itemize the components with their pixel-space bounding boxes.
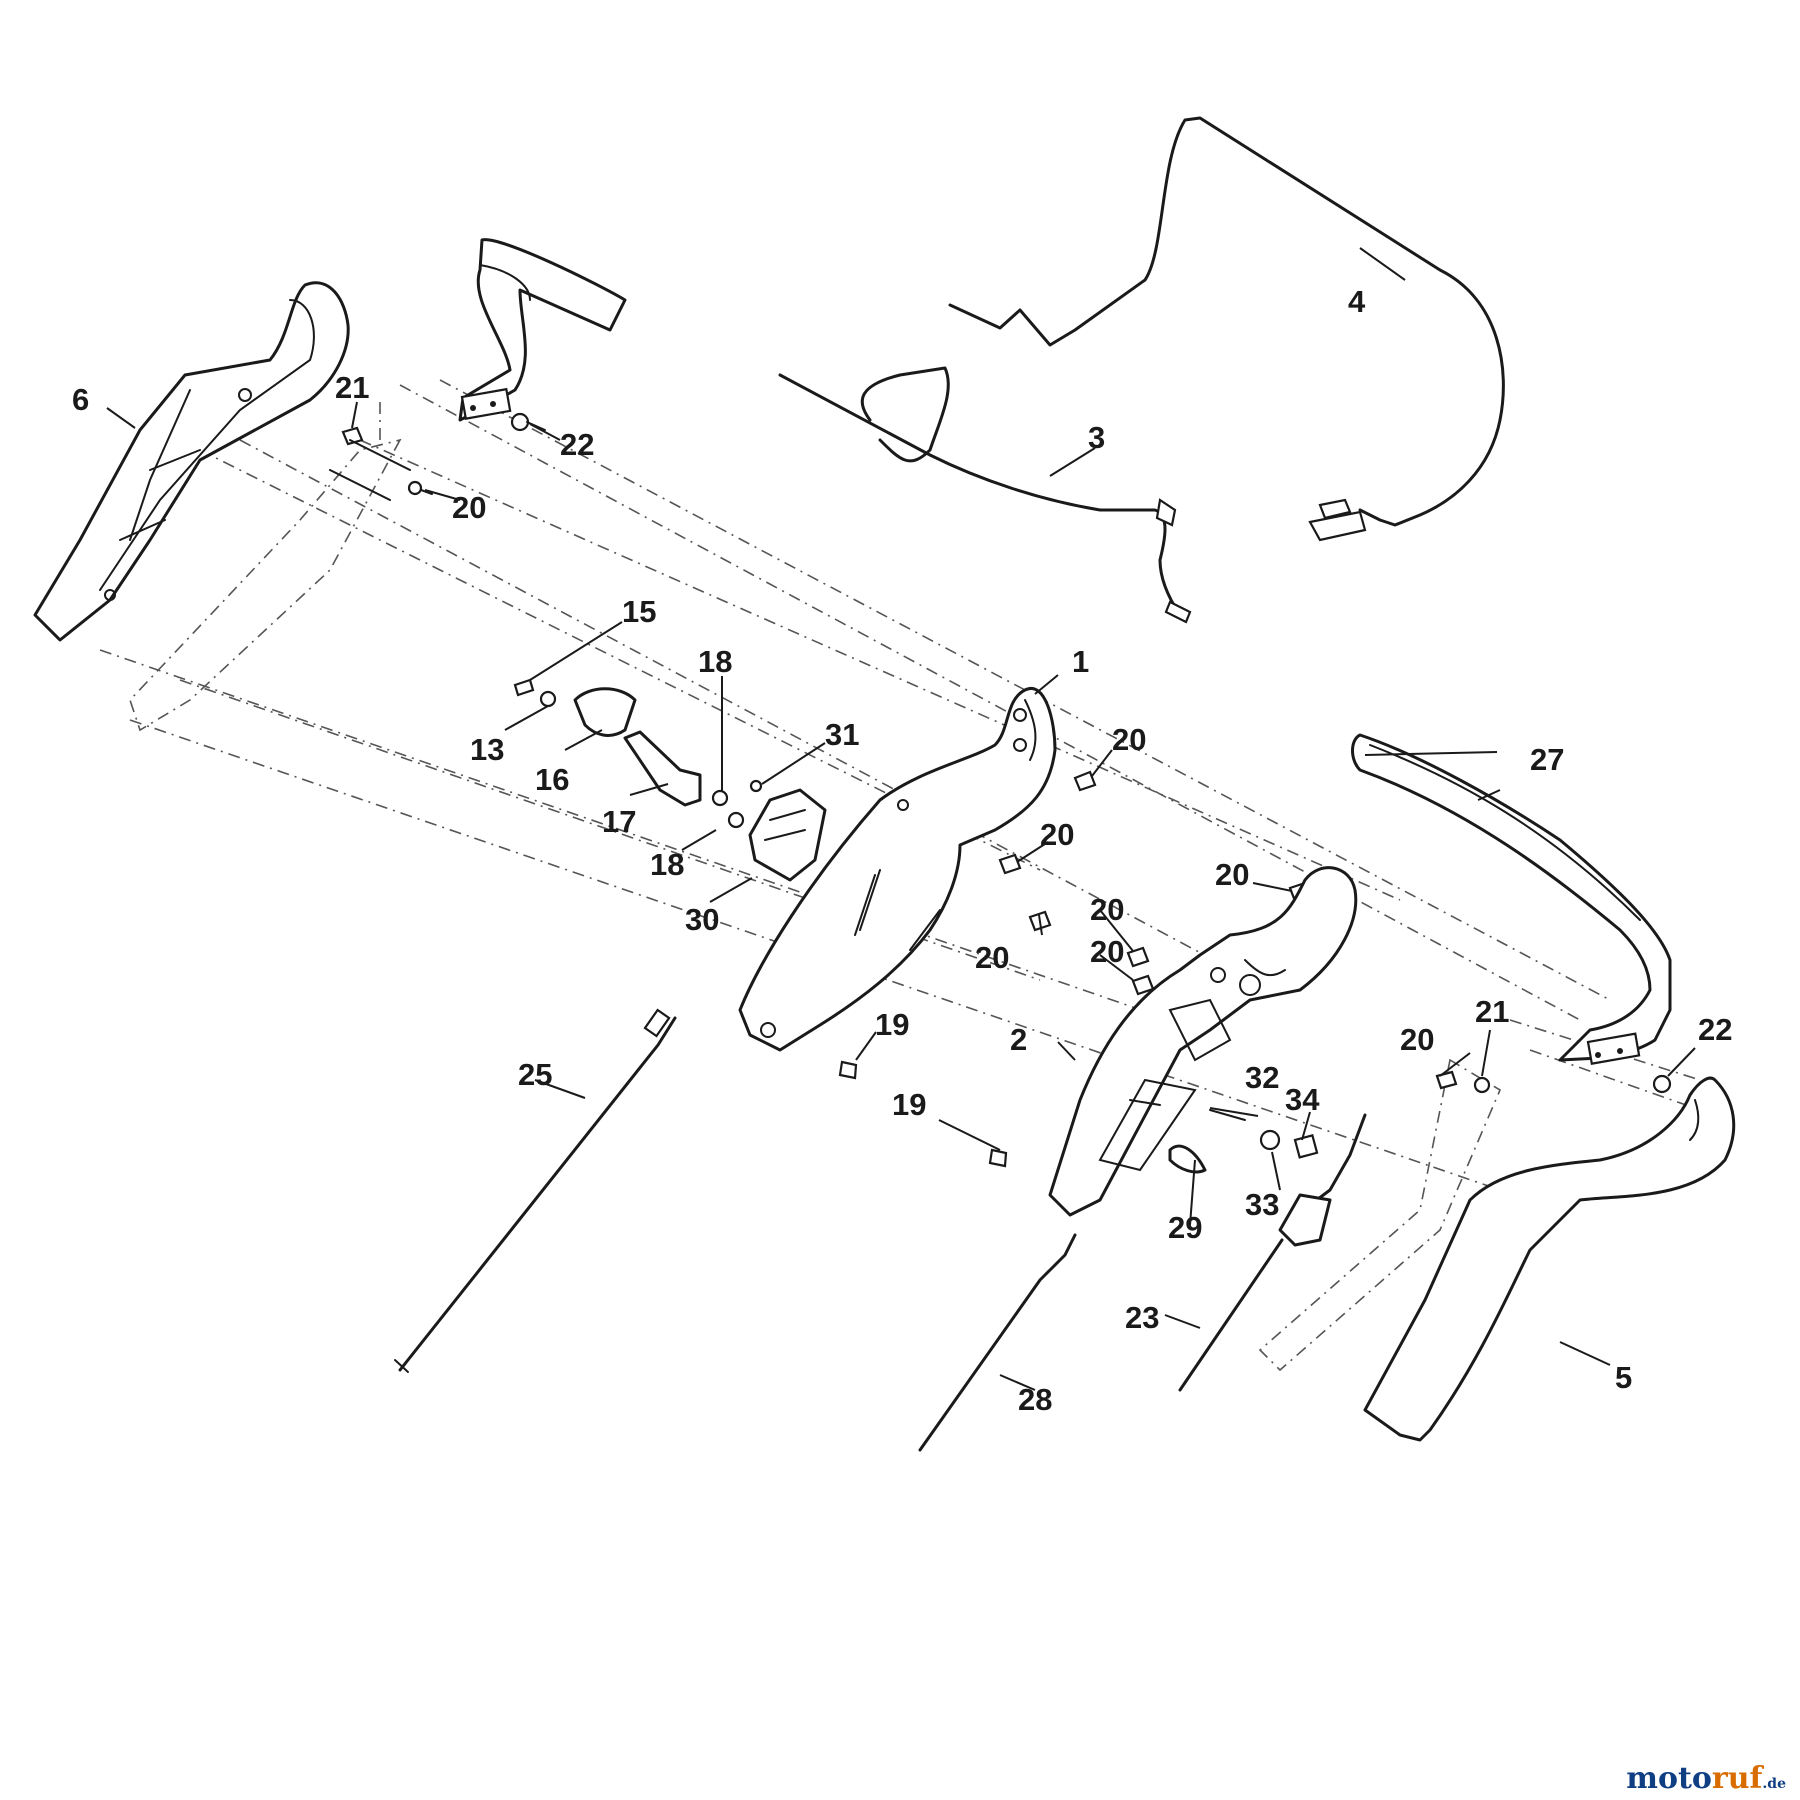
callout-34: 34 bbox=[1285, 1082, 1320, 1117]
left-fasteners bbox=[329, 412, 546, 501]
callout-5: 5 bbox=[1615, 1360, 1632, 1395]
callout-20-g: 20 bbox=[1400, 1022, 1434, 1057]
right-upper-handle-bar-part-27 bbox=[1351, 733, 1672, 1094]
right-handle-cover-part-5 bbox=[1363, 1076, 1736, 1442]
right-handle-housing-part-2 bbox=[1048, 866, 1358, 1217]
callout-2: 2 bbox=[1010, 1022, 1027, 1057]
callout-32: 32 bbox=[1245, 1060, 1279, 1095]
callout-13: 13 bbox=[470, 732, 504, 767]
middle-screws bbox=[838, 770, 1491, 1168]
left-handle-cover-part-6 bbox=[33, 281, 350, 642]
callout-33: 33 bbox=[1245, 1187, 1279, 1222]
callout-23: 23 bbox=[1125, 1300, 1159, 1335]
callout-30: 28 bbox=[1018, 1382, 1052, 1417]
callout-4: 4 bbox=[1348, 284, 1366, 319]
callout-19-lower: 19 bbox=[892, 1087, 926, 1122]
cable-part-23 bbox=[1178, 1113, 1367, 1392]
leader-lines bbox=[106, 247, 1696, 1391]
cable-part-30 bbox=[918, 1233, 1077, 1452]
callout-20-a: 20 bbox=[1112, 722, 1146, 757]
watermark-logo: motoruf.de bbox=[1626, 1761, 1786, 1796]
callout-22-left: 22 bbox=[560, 427, 594, 462]
callout-20-e: 20 bbox=[1090, 934, 1124, 969]
bail-handle-part-4 bbox=[948, 116, 1505, 542]
callout-labels: 6 21 22 20 4 3 15 13 16 17 18 18 30 31 1… bbox=[72, 284, 1732, 1417]
callout-1: 1 bbox=[1072, 644, 1089, 679]
callout-27: 27 bbox=[1530, 742, 1564, 777]
callout-25: 25 bbox=[518, 1057, 552, 1092]
callout-22-right: 22 bbox=[1698, 1012, 1732, 1047]
callout-28: 30 bbox=[685, 902, 719, 937]
callout-21-left: 21 bbox=[335, 370, 369, 405]
callout-20-left: 20 bbox=[452, 490, 486, 525]
callout-20-b: 20 bbox=[1040, 817, 1074, 852]
callout-20-d: 20 bbox=[1090, 892, 1124, 927]
callout-16: 16 bbox=[535, 762, 569, 797]
callout-15: 15 bbox=[622, 594, 656, 629]
callout-31: 31 bbox=[825, 717, 859, 752]
right-small-parts bbox=[1168, 1109, 1319, 1174]
callout-6: 6 bbox=[72, 382, 89, 417]
callout-20-f: 20 bbox=[1215, 857, 1249, 892]
throttle-housing-part-1 bbox=[738, 686, 1057, 1052]
control-lever-part-3 bbox=[778, 366, 1192, 624]
callout-3: 3 bbox=[1088, 420, 1105, 455]
left-upper-handle-bar bbox=[458, 238, 627, 422]
cable-part-25 bbox=[394, 1008, 677, 1373]
callout-19-upper: 19 bbox=[875, 1007, 909, 1042]
callout-20-c: 20 bbox=[975, 940, 1009, 975]
callout-21-right: 21 bbox=[1475, 994, 1509, 1029]
throttle-small-parts bbox=[513, 678, 827, 882]
callout-18-lower: 18 bbox=[650, 847, 684, 882]
callout-29: 29 bbox=[1168, 1210, 1202, 1245]
callout-18-upper: 18 bbox=[698, 644, 732, 679]
callout-17: 17 bbox=[602, 804, 636, 839]
